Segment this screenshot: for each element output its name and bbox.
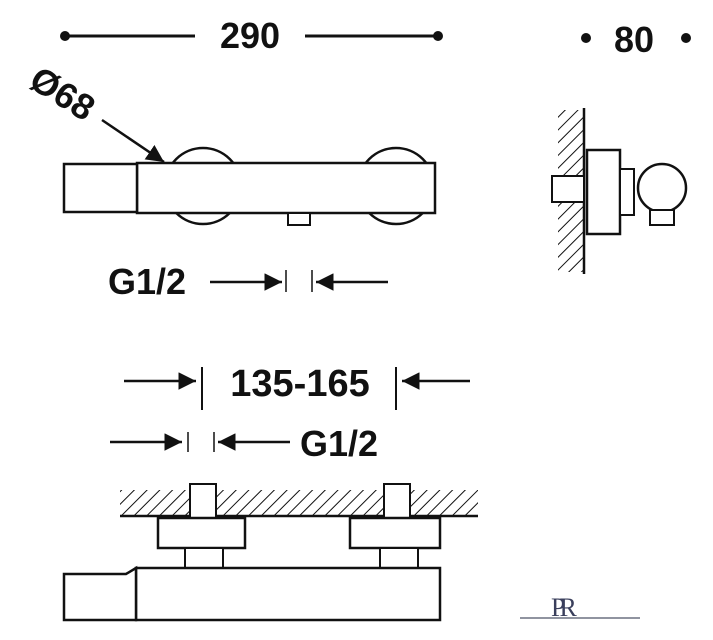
body-section bbox=[585, 148, 622, 236]
width-dimension: 290 bbox=[60, 15, 443, 56]
dimension-dot-right bbox=[433, 31, 443, 41]
leader-arrow bbox=[101, 118, 165, 164]
knob-profile bbox=[636, 162, 688, 214]
dimension-dot-left bbox=[581, 33, 591, 43]
outlet-profile bbox=[649, 209, 675, 226]
top-view bbox=[62, 483, 478, 622]
center-distance-label: 135-165 bbox=[230, 363, 369, 405]
outlet-connector bbox=[287, 212, 311, 226]
coupling-ring bbox=[619, 168, 635, 216]
depth-dimension: 80 bbox=[581, 19, 691, 60]
inlet-thread-label: G1/2 bbox=[300, 423, 378, 464]
mixer-body bbox=[134, 566, 442, 622]
width-label: 290 bbox=[220, 15, 280, 56]
brand-logo: PR bbox=[520, 593, 640, 622]
control-handle bbox=[62, 565, 138, 622]
control-handle bbox=[62, 162, 139, 214]
inlet-pipe-left bbox=[189, 483, 217, 519]
eccentric-union-right bbox=[348, 516, 442, 550]
wall-hatching bbox=[120, 490, 478, 516]
nut-left bbox=[184, 547, 224, 569]
eccentric-union-left bbox=[156, 516, 247, 550]
nut-right bbox=[379, 547, 419, 569]
depth-label: 80 bbox=[614, 19, 654, 60]
inlet-pipe-right bbox=[383, 483, 411, 519]
inlet-pipe-stub bbox=[551, 175, 585, 203]
side-view bbox=[551, 108, 688, 274]
outlet-thread-dimension: G1/2 bbox=[108, 261, 388, 302]
dimension-dot-right bbox=[681, 33, 691, 43]
diameter-callout: Ø68 bbox=[23, 58, 165, 164]
front-view bbox=[62, 146, 437, 226]
mixer-body bbox=[135, 161, 437, 215]
outlet-thread-label: G1/2 bbox=[108, 261, 186, 302]
diameter-label: Ø68 bbox=[23, 58, 102, 129]
center-distance-dimension: 135-165 bbox=[124, 363, 470, 410]
inlet-thread-dimension: G1/2 bbox=[110, 423, 378, 464]
